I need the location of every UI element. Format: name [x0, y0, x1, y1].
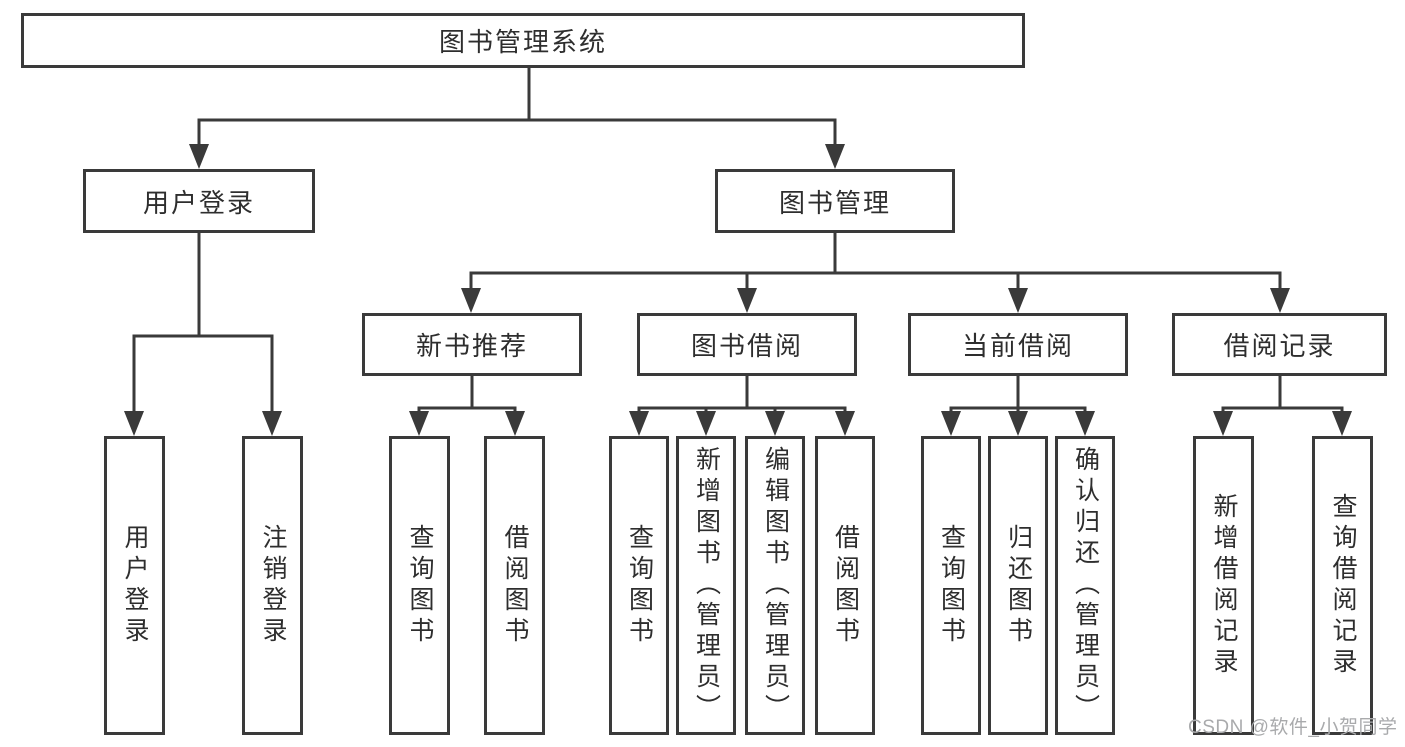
node-query-books-borrow: 查询图书 [609, 436, 669, 735]
node-label: 当前借阅 [961, 331, 1074, 361]
node-user-login-leaf: 用户登录 [104, 436, 165, 735]
node-label: 归还图书 [1004, 523, 1033, 648]
node-label: 新书推荐 [415, 331, 528, 361]
node-query-books-current: 查询图书 [921, 436, 981, 735]
node-label: 编辑图书（管理员） [761, 446, 790, 725]
node-label: 查询借阅记录 [1329, 492, 1357, 679]
node-borrow-books-recommend: 借阅图书 [484, 436, 545, 735]
node-borrowing-records: 借阅记录 [1172, 313, 1387, 376]
node-add-books-admin: 新增图书（管理员） [676, 436, 736, 735]
node-book-borrowing: 图书借阅 [637, 313, 857, 376]
node-label: 借阅记录 [1223, 331, 1336, 361]
node-library-management-system: 图书管理系统 [21, 13, 1025, 68]
watermark-text: CSDN @软件_小贺同学 [1188, 717, 1398, 738]
node-add-borrow-record: 新增借阅记录 [1193, 436, 1254, 735]
node-borrow-books: 借阅图书 [815, 436, 875, 735]
node-label: 查询图书 [625, 523, 654, 648]
node-return-books: 归还图书 [988, 436, 1048, 735]
node-label: 图书借阅 [690, 331, 803, 361]
node-label: 新增图书（管理员） [692, 446, 721, 725]
node-label: 用户登录 [121, 523, 149, 648]
node-user-login: 用户登录 [83, 169, 315, 233]
node-confirm-return-admin: 确认归还（管理员） [1055, 436, 1115, 735]
node-label: 查询图书 [937, 523, 966, 648]
node-label: 注销登录 [259, 523, 287, 648]
node-book-management: 图书管理 [715, 169, 955, 233]
node-current-borrowing: 当前借阅 [908, 313, 1128, 376]
node-label: 借阅图书 [501, 523, 529, 648]
node-new-book-recommendation: 新书推荐 [362, 313, 582, 376]
node-label: 图书管理系统 [438, 27, 607, 57]
node-query-borrow-record: 查询借阅记录 [1312, 436, 1373, 735]
node-edit-books-admin: 编辑图书（管理员） [745, 436, 805, 735]
node-query-books-recommend: 查询图书 [389, 436, 450, 735]
node-label: 确认归还（管理员） [1071, 446, 1100, 725]
node-label: 查询图书 [406, 523, 434, 648]
node-logout: 注销登录 [242, 436, 303, 735]
node-label: 用户登录 [142, 187, 255, 218]
node-label: 新增借阅记录 [1210, 492, 1238, 679]
node-label: 借阅图书 [831, 523, 860, 648]
node-label: 图书管理 [778, 187, 891, 218]
